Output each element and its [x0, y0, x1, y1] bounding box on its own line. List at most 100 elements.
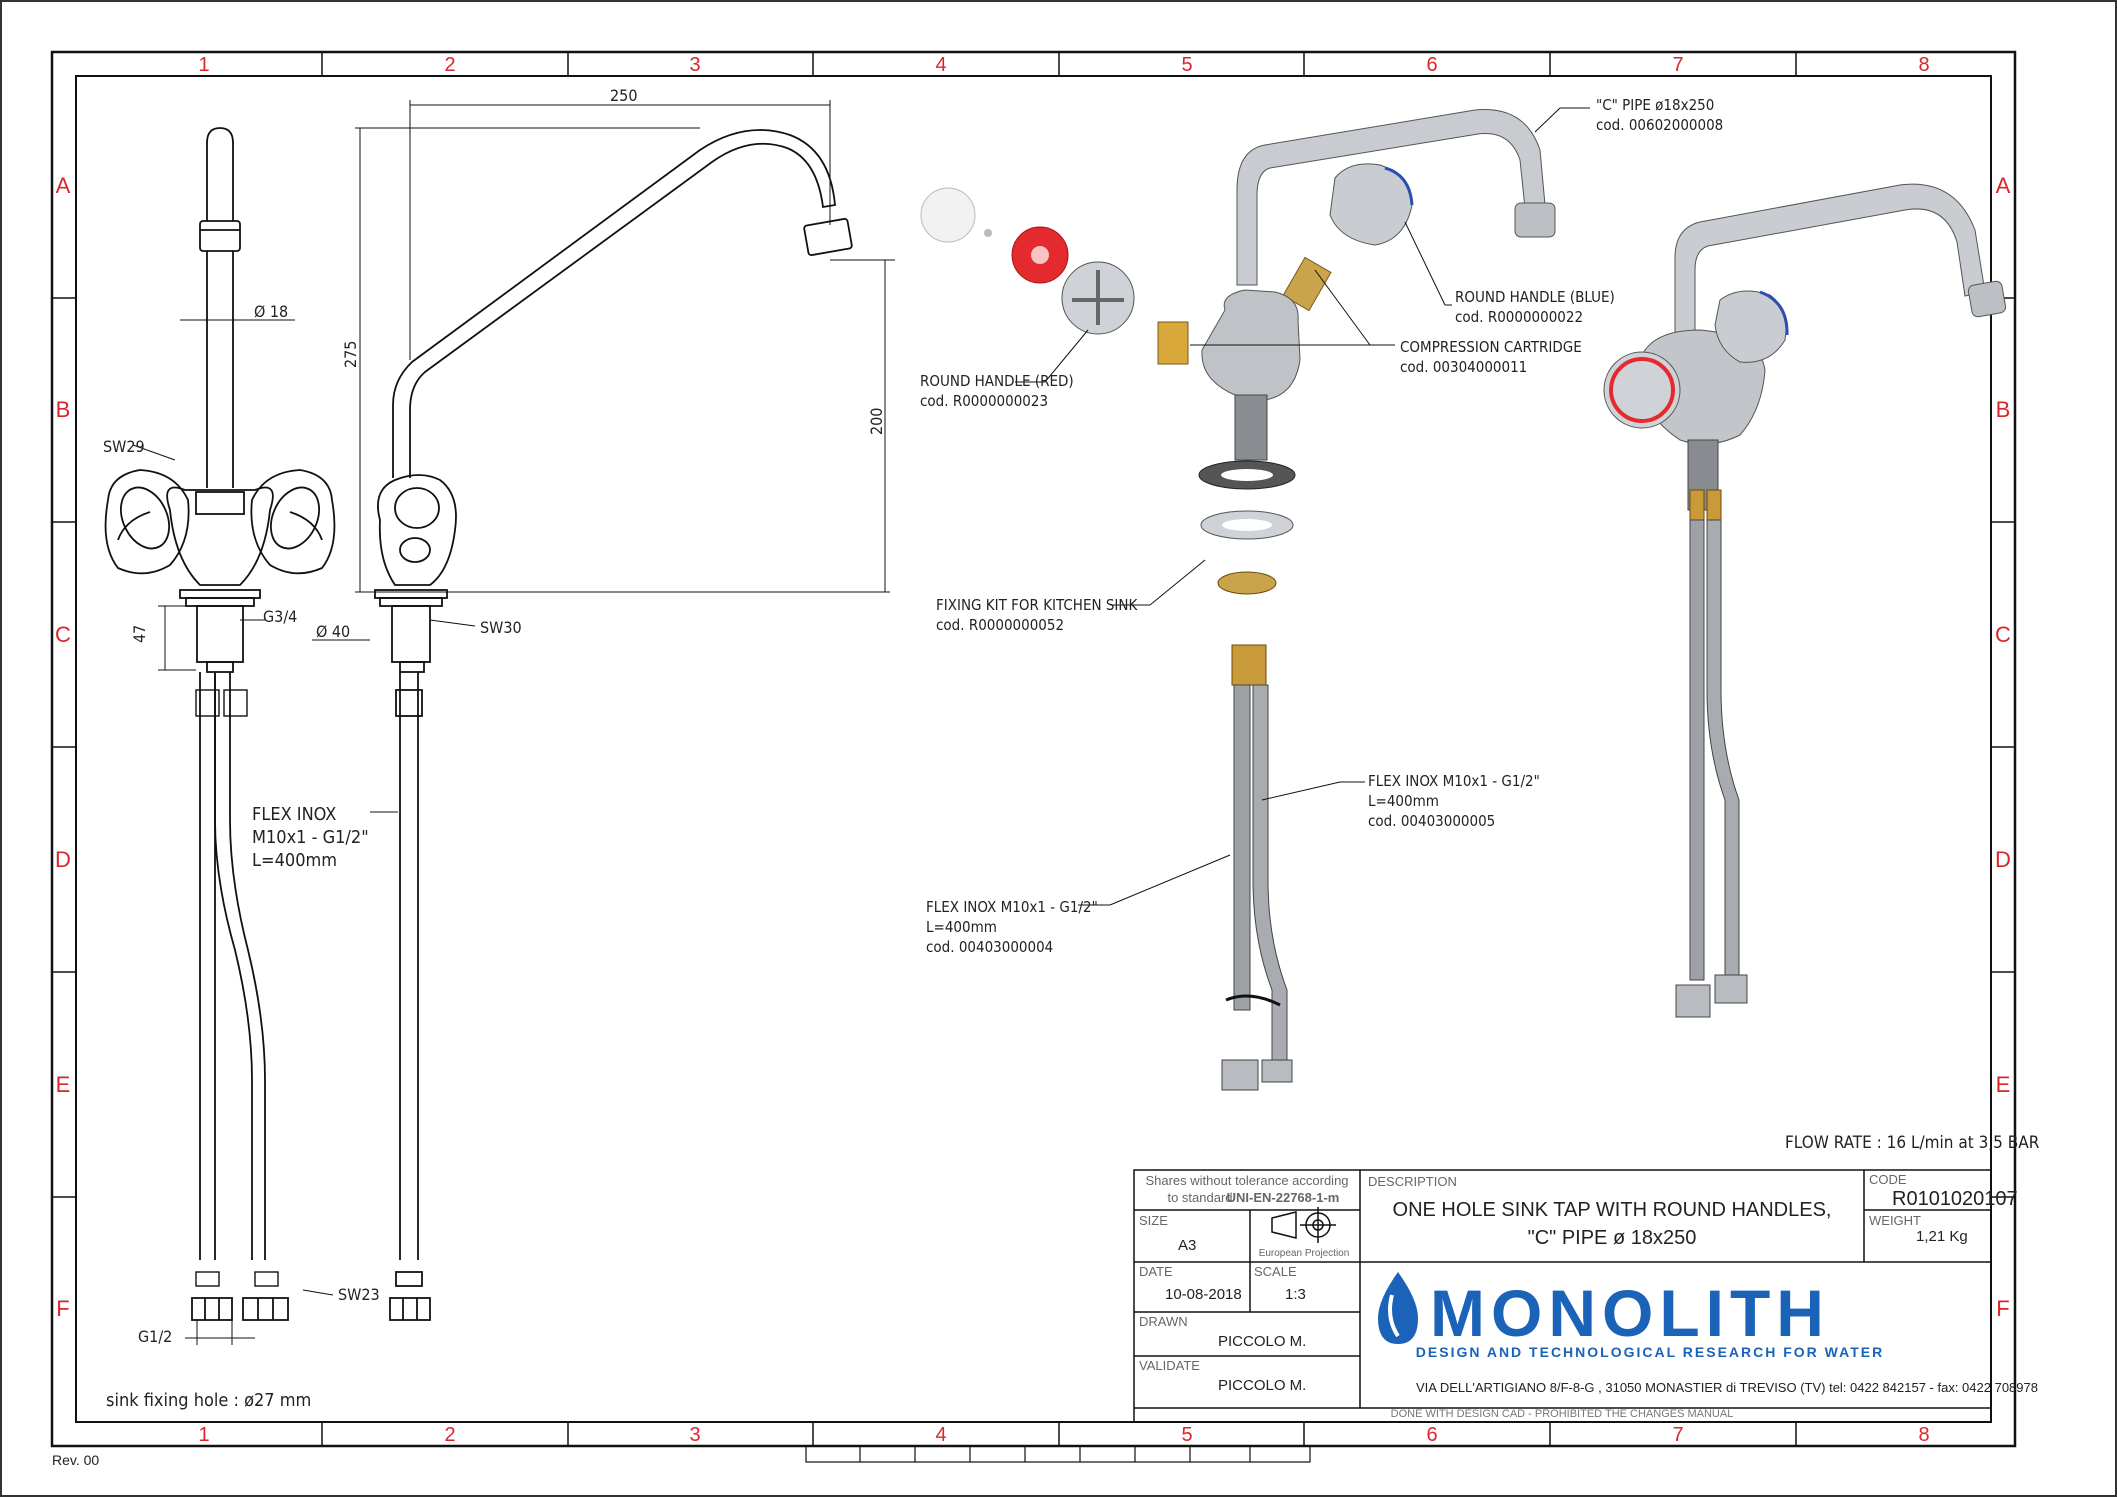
company-address: VIA DELL'ARTIGIANO 8/F-8-G , 31050 MONAS… — [1416, 1380, 2038, 1395]
cartridge-left — [1157, 321, 1189, 365]
label-sw30: SW30 — [480, 618, 522, 637]
col-label: 8 — [1918, 1424, 1929, 1446]
size-value: A3 — [1178, 1237, 1196, 1254]
validate-value: PICCOLO M. — [1218, 1377, 1306, 1394]
row-label: B — [56, 397, 71, 422]
front-view-labels: Ø 18 SW29 47 G3/4 Ø 40 SW23 G1/2 — [103, 302, 380, 1346]
row-label: C — [55, 622, 71, 647]
brand-tagline: DESIGN AND TECHNOLOGICAL RESEARCH FOR WA… — [1416, 1344, 1884, 1360]
label-g12: G1/2 — [138, 1327, 172, 1346]
dim-d40: Ø 40 — [316, 622, 350, 641]
cartridge-right — [1282, 256, 1332, 312]
flex-note-line3: L=400mm — [252, 850, 337, 871]
date-label: DATE — [1139, 1264, 1173, 1279]
callout-flex-b-length: L=400mm — [926, 918, 997, 936]
row-label: D — [1995, 847, 2011, 872]
callout-fixing-kit: FIXING KIT FOR KITCHEN SINK — [936, 596, 1138, 614]
grid-row-labels: A B C D E F A B C D E F — [55, 173, 2011, 1321]
tap-body — [166, 486, 274, 586]
col-label: 6 — [1426, 54, 1437, 76]
title-block — [1133, 1169, 1992, 1423]
sink-fixing-hole-note: sink fixing hole : ø27 mm — [106, 1390, 311, 1411]
code-value: R0101020107 — [1892, 1188, 2018, 1210]
callout-flex-b: FLEX INOX M10x1 - G1/2" — [926, 898, 1098, 916]
handle-cap-white — [920, 187, 976, 243]
projection-label: European Projection — [1259, 1248, 1350, 1259]
row-label: D — [55, 847, 71, 872]
row-label: F — [56, 1296, 69, 1321]
weight-value: 1,21 Kg — [1916, 1228, 1968, 1245]
col-label: 3 — [689, 1424, 700, 1446]
row-label: E — [1996, 1072, 2011, 1097]
description-label: DESCRIPTION — [1368, 1174, 1457, 1189]
exploded-view — [920, 109, 1556, 1091]
dim-47: 47 — [130, 625, 149, 643]
threaded-stud — [1234, 394, 1268, 461]
side-view-dimensions — [355, 100, 895, 813]
european-projection-icon — [1271, 1207, 1336, 1243]
flex-note-line2: M10x1 - G1/2" — [252, 827, 369, 848]
tolerance-note-2: to standard — [1167, 1190, 1232, 1205]
callout-flex-b-code: cod. 00403000004 — [926, 938, 1053, 956]
date-value: 10-08-2018 — [1165, 1286, 1242, 1303]
col-label: 5 — [1181, 54, 1192, 76]
front-view-dimensions — [132, 319, 370, 1345]
hose-nut-left — [191, 1297, 233, 1321]
col-label: 2 — [444, 1424, 455, 1446]
dim-250: 250 — [610, 86, 637, 105]
grid-column-labels: 1 2 3 4 5 6 7 8 1 2 3 4 5 6 7 8 — [198, 54, 1929, 1446]
spout-pipe — [392, 129, 836, 478]
blue-handle-exploded — [1329, 163, 1413, 246]
row-label: E — [56, 1072, 71, 1097]
size-label: SIZE — [1139, 1213, 1168, 1228]
monolith-logo: MONOLITH DESIGN AND TECHNOLOGICAL RESEAR… — [1378, 1272, 1884, 1360]
callout-c-pipe-code: cod. 00602000008 — [1596, 116, 1723, 134]
callout-handle-red: ROUND HANDLE (RED) — [920, 372, 1074, 390]
validate-label: VALIDATE — [1139, 1358, 1200, 1373]
assembled-blue-handle — [1714, 290, 1787, 363]
flex-note-line1: FLEX INOX — [252, 804, 336, 825]
col-label: 4 — [935, 1424, 946, 1446]
row-label: C — [1995, 622, 2011, 647]
flex-hose-left — [199, 672, 216, 1260]
callout-cartridge-code: cod. 00304000011 — [1400, 358, 1527, 376]
threaded-shank — [196, 605, 244, 663]
frame-inner — [75, 75, 1992, 1423]
exploded-callouts: "C" PIPE ø18x250 cod. 00602000008 ROUND … — [920, 96, 1723, 956]
code-label: CODE — [1869, 1172, 1907, 1187]
label-sw23: SW23 — [338, 1285, 380, 1304]
callout-cartridge: COMPRESSION CARTRIDGE — [1400, 338, 1582, 356]
spout-tip-shape — [206, 127, 234, 205]
hose-nut-right — [242, 1297, 289, 1321]
label-g34: G3/4 — [263, 607, 297, 626]
drawn-value: PICCOLO M. — [1218, 1333, 1306, 1350]
tolerance-note-1: Shares without tolerance according — [1145, 1173, 1348, 1188]
body-nut — [195, 491, 245, 515]
dim-200: 200 — [867, 408, 886, 435]
callout-leaders — [1015, 107, 1590, 906]
right-handle — [250, 469, 336, 575]
footer-note: DONE WITH DESIGN CAD - PROHIBITED THE CH… — [1391, 1408, 1734, 1420]
col-label: 1 — [198, 1424, 209, 1446]
drawn-label: DRAWN — [1139, 1314, 1188, 1329]
front-view — [104, 127, 336, 1321]
revision-table — [805, 1445, 1311, 1463]
col-label: 4 — [935, 54, 946, 76]
spout-aerator — [803, 217, 853, 257]
spout-nut — [199, 220, 241, 252]
hose-brass-top — [1231, 644, 1267, 686]
dim-275: 275 — [341, 341, 360, 368]
tolerance-standard: UNI-EN-22768-1-m — [1227, 1190, 1340, 1205]
col-label: 6 — [1426, 1424, 1437, 1446]
side-view — [374, 129, 853, 1321]
revision-label: Rev. 00 — [52, 1452, 99, 1468]
grid-column-dividers — [321, 52, 1797, 1446]
callout-c-pipe: "C" PIPE ø18x250 — [1596, 96, 1714, 114]
col-label: 7 — [1672, 54, 1683, 76]
side-handle — [377, 474, 457, 586]
water-drop-icon — [1378, 1272, 1418, 1344]
callout-fixing-kit-code: cod. R0000000052 — [936, 616, 1064, 634]
brand-wordmark: MONOLITH — [1430, 1276, 1830, 1350]
